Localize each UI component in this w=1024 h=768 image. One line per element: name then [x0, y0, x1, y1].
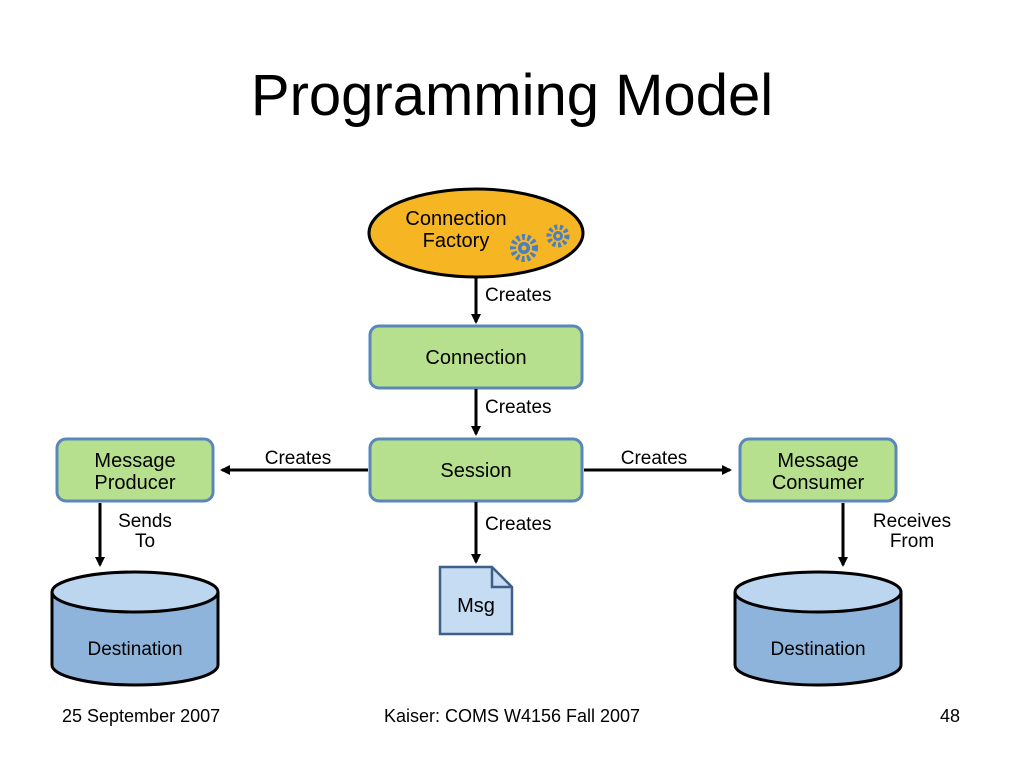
edge-label-sends: Sends — [118, 511, 172, 532]
msg-label: Msg — [457, 595, 495, 617]
footer-course: Kaiser: COMS W4156 Fall 2007 — [383, 706, 641, 726]
edge-label-factory-to-connection: Creates — [485, 285, 552, 306]
edge-label-connection-to-session: Creates — [485, 397, 552, 418]
connection-factory-label-line2: Factory — [423, 230, 490, 252]
destination-right-label: Destination — [770, 639, 865, 660]
edge-label-session-to-producer: Creates — [265, 448, 332, 469]
connection-factory-node: Connection Factory — [367, 187, 585, 279]
slide-title: Programming Model — [250, 63, 774, 128]
destination-left-cylinder: Destination — [50, 570, 220, 687]
edge-label-session-to-msg: Creates — [485, 514, 552, 535]
footer-date: 25 September 2007 — [62, 706, 221, 726]
message-producer-label-line1: Message — [94, 450, 175, 472]
session-label: Session — [440, 460, 511, 482]
msg-document: Msg — [438, 565, 514, 636]
destination-left-label: Destination — [87, 639, 182, 660]
edge-label-receives: Receives — [873, 511, 951, 532]
edge-label-to: To — [135, 531, 155, 552]
session-node: Session — [368, 437, 584, 503]
destination-right-cylinder: Destination — [733, 570, 903, 687]
message-consumer-label-line1: Message — [777, 450, 858, 472]
message-producer-label-line2: Producer — [94, 472, 175, 494]
connection-factory-label-line1: Connection — [405, 208, 506, 230]
message-consumer-node: Message Consumer — [738, 437, 898, 503]
edge-label-from: From — [890, 531, 934, 552]
message-consumer-label-line2: Consumer — [772, 472, 865, 494]
connection-label: Connection — [425, 347, 526, 369]
edge-label-session-to-consumer: Creates — [621, 448, 688, 469]
message-producer-node: Message Producer — [55, 437, 215, 503]
connection-node: Connection — [368, 324, 584, 390]
footer-page-number: 48 — [939, 706, 960, 726]
gears-icon — [510, 224, 570, 262]
